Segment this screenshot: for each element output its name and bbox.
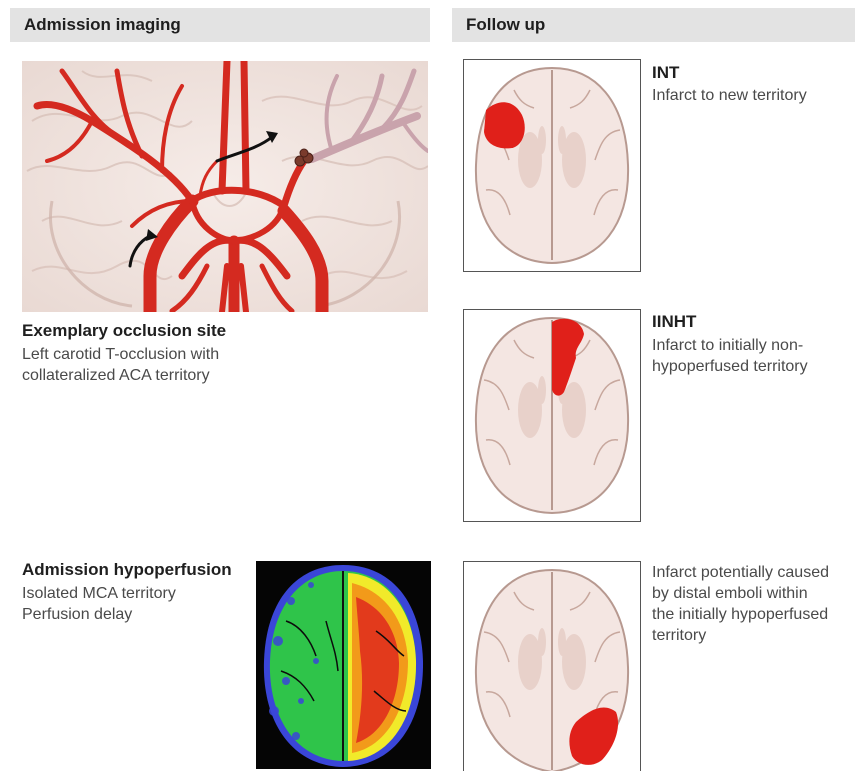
int-title: INT [652, 63, 679, 83]
follow-up-brain-int [463, 59, 641, 272]
iinht-description: Infarct to initially non- hypoperfused t… [652, 335, 852, 377]
follow-up-header: Follow up [452, 8, 855, 42]
circle-of-willis-illustration [22, 61, 428, 312]
hypoperfusion-description: Isolated MCA territory Perfusion delay [22, 583, 252, 625]
occlusion-line-1: Left carotid T-occlusion with [22, 344, 282, 365]
follow-up-brain-emboli [463, 561, 641, 771]
emboli-line-1: Infarct potentially caused [652, 562, 852, 583]
follow-up-brain-iinht [463, 309, 641, 522]
occlusion-line-2: collateralized ACA territory [22, 365, 282, 386]
iinht-line-1: Infarct to initially non- [652, 335, 852, 356]
occlusion-site-title: Exemplary occlusion site [22, 321, 226, 341]
hypoperfusion-line-2: Perfusion delay [22, 604, 252, 625]
emboli-line-3: the initially hypoperfused [652, 604, 852, 625]
hypoperfusion-title: Admission hypoperfusion [22, 560, 232, 580]
perfusion-map-image [256, 561, 431, 769]
emboli-line-2: by distal emboli within [652, 583, 852, 604]
emboli-line-4: territory [652, 625, 852, 646]
iinht-title: IINHT [652, 312, 696, 332]
emboli-description: Infarct potentially caused by distal emb… [652, 562, 852, 646]
admission-imaging-header: Admission imaging [10, 8, 430, 42]
int-line-1: Infarct to new territory [652, 85, 852, 106]
iinht-line-2: hypoperfused territory [652, 356, 852, 377]
hypoperfusion-line-1: Isolated MCA territory [22, 583, 252, 604]
int-description: Infarct to new territory [652, 85, 852, 106]
occlusion-site-description: Left carotid T-occlusion with collateral… [22, 344, 282, 386]
